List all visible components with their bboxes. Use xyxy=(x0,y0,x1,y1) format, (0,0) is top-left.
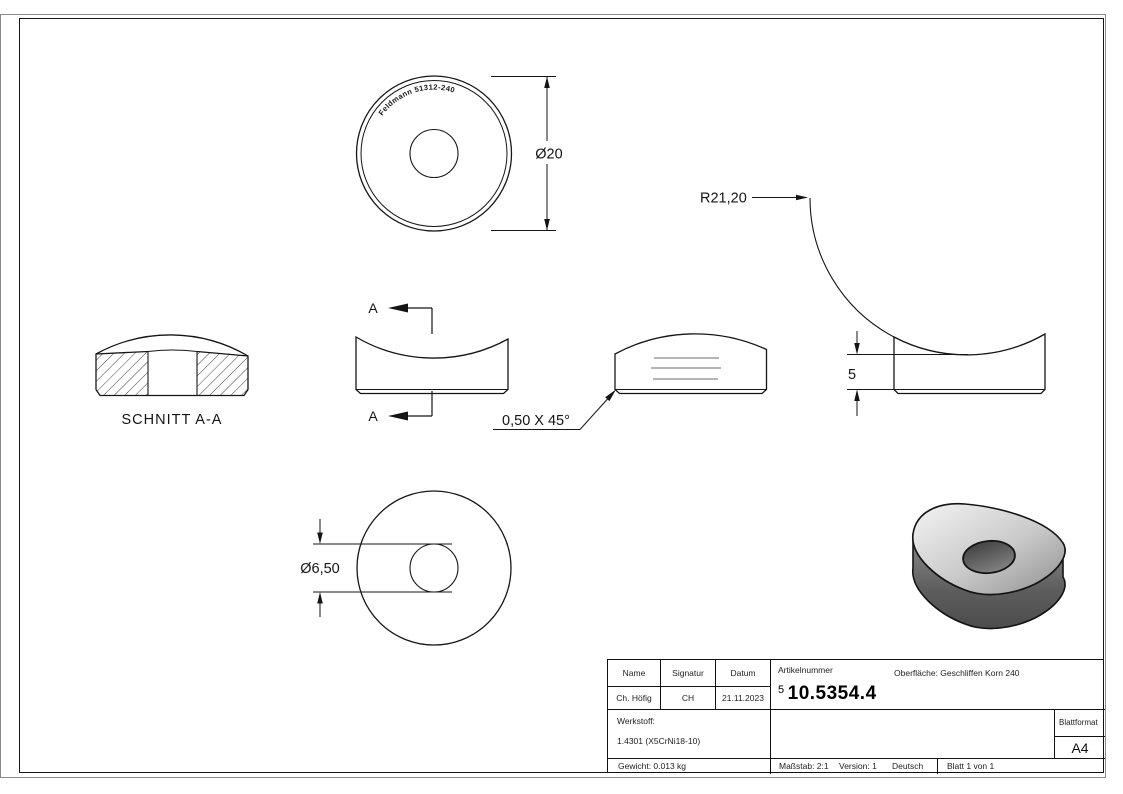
werkstoff-label: Werkstoff: xyxy=(617,716,655,726)
oberflaeche-note: Oberfläche: Geschliffen Korn 240 xyxy=(894,668,1020,678)
name-value: Ch. Höfig xyxy=(616,693,652,703)
blattformat-value: A4 xyxy=(1071,740,1089,756)
top-view: Feldmann 51312-240 Ø20 xyxy=(355,75,567,232)
bottom-view: Ø6,50 xyxy=(300,490,512,646)
datum-value: 21.11.2023 xyxy=(722,693,764,703)
dim-outer-diameter-label: Ø20 xyxy=(535,147,562,163)
iso-view xyxy=(912,502,1066,630)
chamfer-view: 0,50 X 45° xyxy=(493,333,768,430)
gewicht-value: Gewicht: 0.013 kg xyxy=(618,761,687,771)
section-title: SCHNITT A-A xyxy=(122,412,223,428)
section-arrow-label-bottom: A xyxy=(368,408,378,424)
front-view: A A xyxy=(355,300,509,424)
artikelnummer-prefix: 5 xyxy=(778,684,785,696)
sprache-value: Deutsch xyxy=(892,761,924,771)
datum-label: Datum xyxy=(730,668,756,678)
artikelnummer-label: Artikelnummer xyxy=(778,665,833,675)
signatur-value: CH xyxy=(681,693,695,703)
title-block: Name Signatur Datum Ch. Höfig CH 21.11.2… xyxy=(607,659,1105,774)
drawing-frame xyxy=(19,18,1104,773)
name-label: Name xyxy=(622,668,646,678)
laser-marking-text: Feldmann 51312-240 xyxy=(377,83,457,118)
dim-hole-diameter-label: Ø6,50 xyxy=(300,561,340,577)
blatt-value: Blatt 1 von 1 xyxy=(947,761,995,771)
blattformat-label: Blattformat xyxy=(1059,718,1098,727)
massstab-value: Maßstab: 2:1 xyxy=(779,761,829,771)
dim-height-label: 5 xyxy=(848,367,856,383)
signatur-label: Signatur xyxy=(672,668,704,678)
section-view: SCHNITT A-A xyxy=(95,334,249,428)
radius-view: R21,20 5 xyxy=(700,191,1046,416)
dim-chamfer-label: 0,50 X 45° xyxy=(502,413,570,429)
dim-radius-label: R21,20 xyxy=(700,191,747,207)
section-arrow-label-top: A xyxy=(368,300,378,316)
iso-hole xyxy=(962,539,1016,575)
werkstoff-value: 1.4301 (X5CrNi18-10) xyxy=(617,736,701,746)
version-value: Version: 1 xyxy=(839,761,877,771)
